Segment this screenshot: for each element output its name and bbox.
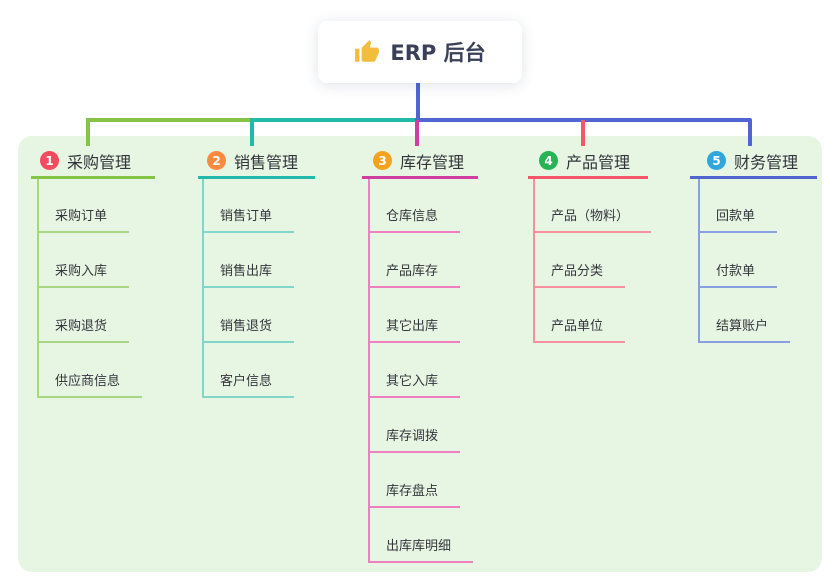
child-node[interactable]: 采购入库 <box>37 233 130 288</box>
branch-5-drop-line <box>748 120 752 146</box>
branch-4-header[interactable]: 4 产品管理 <box>528 145 648 179</box>
branch-2-header[interactable]: 2 销售管理 <box>198 145 315 179</box>
branch-5-header[interactable]: 5 财务管理 <box>690 145 817 179</box>
branch-4-number-badge: 4 <box>539 151 558 170</box>
mindmap-panel <box>18 136 822 572</box>
branch-4-label: 产品管理 <box>566 152 631 172</box>
branch-4-children: 产品（物料） 产品分类 产品单位 <box>533 178 652 343</box>
child-node[interactable]: 其它入库 <box>368 343 461 398</box>
child-node[interactable]: 仓库信息 <box>368 178 461 233</box>
child-node[interactable]: 供应商信息 <box>37 343 143 398</box>
branch-1-header[interactable]: 1 采购管理 <box>31 145 155 179</box>
branch-1-children: 采购订单 采购入库 采购退货 供应商信息 <box>37 178 143 398</box>
child-node[interactable]: 回款单 <box>698 178 778 233</box>
child-node[interactable]: 付款单 <box>698 233 778 288</box>
branch-1-drop-line <box>86 120 90 146</box>
branch-2-label: 销售管理 <box>234 152 299 172</box>
branch-2-child-vline <box>202 178 204 397</box>
connector-segment-green <box>86 118 252 122</box>
branch-3-header[interactable]: 3 库存管理 <box>362 145 478 179</box>
branch-2-number-badge: 2 <box>207 151 226 170</box>
child-node[interactable]: 库存盘点 <box>368 453 461 508</box>
root-title: ERP 后台 <box>390 41 486 65</box>
branch-5-children: 回款单 付款单 结算账户 <box>698 178 791 343</box>
root-node[interactable]: ERP 后台 <box>318 21 522 83</box>
branch-3-child-vline <box>368 178 370 562</box>
branch-5-number-badge: 5 <box>707 151 726 170</box>
thumbs-up-icon <box>354 39 380 65</box>
child-node[interactable]: 产品单位 <box>533 288 626 343</box>
branch-1-number-badge: 1 <box>40 151 59 170</box>
child-node[interactable]: 采购订单 <box>37 178 130 233</box>
child-node[interactable]: 其它出库 <box>368 288 461 343</box>
branch-5-label: 财务管理 <box>734 152 799 172</box>
branch-1-child-vline <box>37 178 39 397</box>
branch-5-child-vline <box>698 178 700 342</box>
branch-2-drop-line <box>250 120 254 146</box>
child-node[interactable]: 产品（物料） <box>533 178 652 233</box>
branch-4-child-vline <box>533 178 535 342</box>
child-node[interactable]: 产品分类 <box>533 233 626 288</box>
branch-3-children: 仓库信息 产品库存 其它出库 其它入库 库存调拨 库存盘点 出库库明细 <box>368 178 474 563</box>
child-node[interactable]: 销售出库 <box>202 233 295 288</box>
root-connector-line <box>416 83 420 122</box>
child-node[interactable]: 销售订单 <box>202 178 295 233</box>
branch-2-children: 销售订单 销售出库 销售退货 客户信息 <box>202 178 295 398</box>
branch-3-label: 库存管理 <box>400 152 465 172</box>
branch-3-number-badge: 3 <box>373 151 392 170</box>
connector-segment-teal <box>250 118 417 122</box>
child-node[interactable]: 销售退货 <box>202 288 295 343</box>
branch-3-drop-line <box>415 120 419 146</box>
child-node[interactable]: 产品库存 <box>368 233 461 288</box>
child-node[interactable]: 客户信息 <box>202 343 295 398</box>
child-node[interactable]: 采购退货 <box>37 288 130 343</box>
child-node[interactable]: 结算账户 <box>698 288 791 343</box>
branch-1-label: 采购管理 <box>67 152 132 172</box>
child-node[interactable]: 库存调拨 <box>368 398 461 453</box>
branch-4-drop-line <box>581 120 585 146</box>
child-node[interactable]: 出库库明细 <box>368 508 474 563</box>
